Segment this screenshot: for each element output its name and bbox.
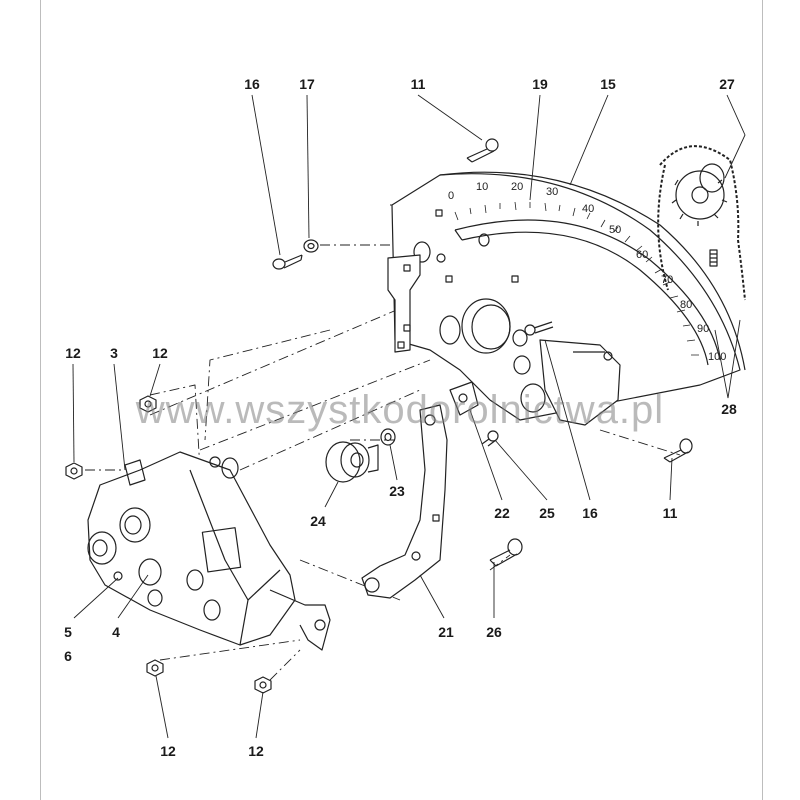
scale-number-40: 40 — [582, 203, 594, 215]
callout-23: 23 — [389, 483, 405, 499]
callout-11-top: 11 — [410, 76, 426, 92]
scale-number-100: 100 — [708, 351, 726, 363]
bolt-26 — [489, 538, 523, 567]
lever-arm-21 — [361, 404, 448, 599]
scale-number-80: 80 — [680, 299, 692, 311]
callout-16-top: 16 — [244, 76, 260, 92]
scale-number-60: 60 — [636, 249, 648, 261]
callout-15: 15 — [600, 76, 616, 92]
leader-lines — [72, 94, 746, 739]
callout-4: 4 — [112, 624, 120, 640]
scale-number-0: 0 — [448, 190, 454, 202]
pin-28 — [709, 249, 718, 267]
callout-24: 24 — [310, 513, 326, 529]
callout-11-right: 11 — [662, 505, 678, 521]
callout-12-top: 12 — [152, 345, 168, 361]
scale-number-30: 30 — [546, 186, 558, 198]
callout-28: 28 — [721, 401, 737, 417]
scale-number-20: 20 — [511, 181, 523, 193]
bracket-16-lower — [524, 321, 621, 426]
screw-11-right — [663, 438, 693, 463]
scale-number-70: 70 — [661, 274, 673, 286]
callout-3: 3 — [110, 345, 118, 361]
callout-26: 26 — [486, 624, 502, 640]
frame-line-right — [762, 0, 763, 800]
callout-12-bottom-right: 12 — [248, 743, 264, 759]
nut-12-top — [139, 395, 157, 413]
callout-17: 17 — [299, 76, 315, 92]
bracket-strip — [387, 254, 421, 353]
screw-11-top — [466, 138, 499, 163]
callout-19: 19 — [532, 76, 548, 92]
callout-12-left: 12 — [65, 345, 81, 361]
scale-numbers: 0 10 20 30 40 50 60 70 80 90 100 — [448, 181, 726, 363]
callout-5: 5 — [64, 624, 72, 640]
washer-17 — [303, 239, 319, 253]
plate-22 — [449, 381, 479, 416]
callout-27: 27 — [719, 76, 735, 92]
scale-plate-15 — [391, 171, 746, 421]
callout-6: 6 — [64, 648, 72, 664]
gearbox-housing — [87, 451, 331, 651]
screw-25 — [481, 430, 499, 447]
callout-12-bottom-left: 12 — [160, 743, 176, 759]
frame-line-left — [40, 0, 41, 800]
scale-number-90: 90 — [697, 323, 709, 335]
knob-24 — [325, 441, 379, 483]
callout-25: 25 — [539, 505, 555, 521]
nut-12-left — [65, 462, 83, 480]
sprocket-27 — [671, 163, 728, 226]
callout-21: 21 — [438, 624, 454, 640]
screw-16-top — [272, 254, 303, 270]
nut-12-bottom-left — [146, 659, 164, 677]
callout-22: 22 — [494, 505, 510, 521]
chain-27 — [657, 145, 746, 301]
washer-23 — [380, 428, 396, 446]
nut-12-bottom-right — [254, 676, 272, 694]
scale-number-50: 50 — [609, 224, 621, 236]
callout-16-right: 16 — [582, 505, 598, 521]
scale-number-10: 10 — [476, 181, 488, 193]
